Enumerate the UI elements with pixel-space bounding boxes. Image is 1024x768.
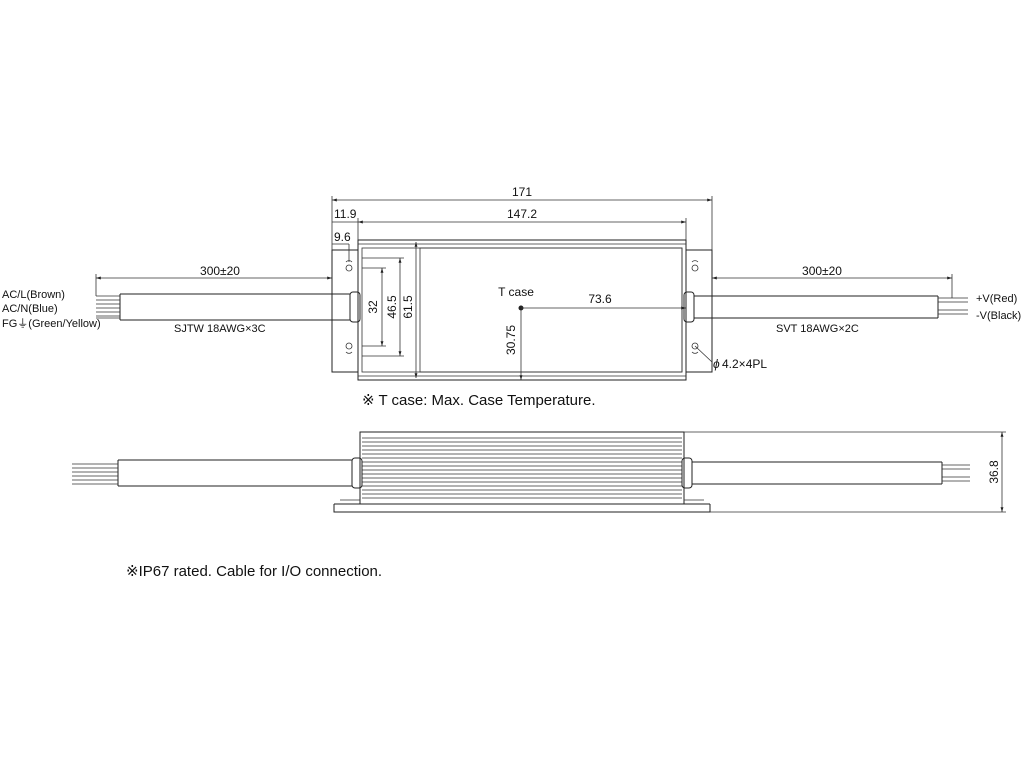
- wire-label-pos: +V(Red): [976, 293, 1017, 305]
- dim-overall: 171: [512, 185, 532, 199]
- dim-61-5: 61.5: [401, 295, 415, 319]
- case-body-top: [357, 239, 687, 381]
- heat-sink-fins: [362, 437, 682, 499]
- dim-tcase-y: 30.75: [504, 325, 518, 355]
- left-flange: [331, 249, 358, 373]
- wire-label-fg: FG⏚(Green/Yellow): [2, 317, 101, 330]
- dim-32: 32: [366, 300, 380, 314]
- left-gland: [349, 291, 361, 323]
- dim-left-cable: 300±20: [200, 264, 240, 278]
- wire-label-acn: AC/N(Blue): [2, 303, 58, 315]
- ip-note: ※IP67 rated. Cable for I/O connection.: [126, 563, 382, 580]
- mount-hole: [345, 342, 353, 350]
- phi-symbol: ϕ: [713, 357, 720, 371]
- top-view: 171 147.2 11.9 9.6 300±20 300±20 32 46.5…: [2, 185, 1021, 381]
- dim-46-5: 46.5: [385, 295, 399, 319]
- mount-hole: [691, 264, 699, 272]
- base-flange: [333, 504, 711, 513]
- right-cable-label: SVT 18AWG×2C: [776, 323, 859, 335]
- tcase-note: ※ T case: Max. Case Temperature.: [362, 392, 596, 409]
- dim-tcase-x: 73.6: [588, 292, 612, 306]
- dim-hole-offset: 9.6: [334, 230, 351, 244]
- dim-height: 36.8: [987, 460, 1001, 484]
- dim-right-cable: 300±20: [802, 264, 842, 278]
- left-cable-label: SJTW 18AWG×3C: [174, 323, 266, 335]
- case-body-side: [359, 431, 685, 505]
- side-view: 36.8: [72, 431, 1006, 513]
- wire-label-neg: -V(Black): [976, 310, 1021, 322]
- tcase-label: T case: [498, 285, 534, 299]
- mount-hole: [691, 342, 699, 350]
- wire-label-acl: AC/L(Brown): [2, 289, 65, 301]
- dim-body: 147.2: [507, 207, 537, 221]
- hole-callout: 4.2×4PL: [722, 357, 767, 371]
- mount-hole: [345, 264, 353, 272]
- dim-flange-offset: 11.9: [334, 207, 357, 221]
- right-flange: [686, 249, 713, 373]
